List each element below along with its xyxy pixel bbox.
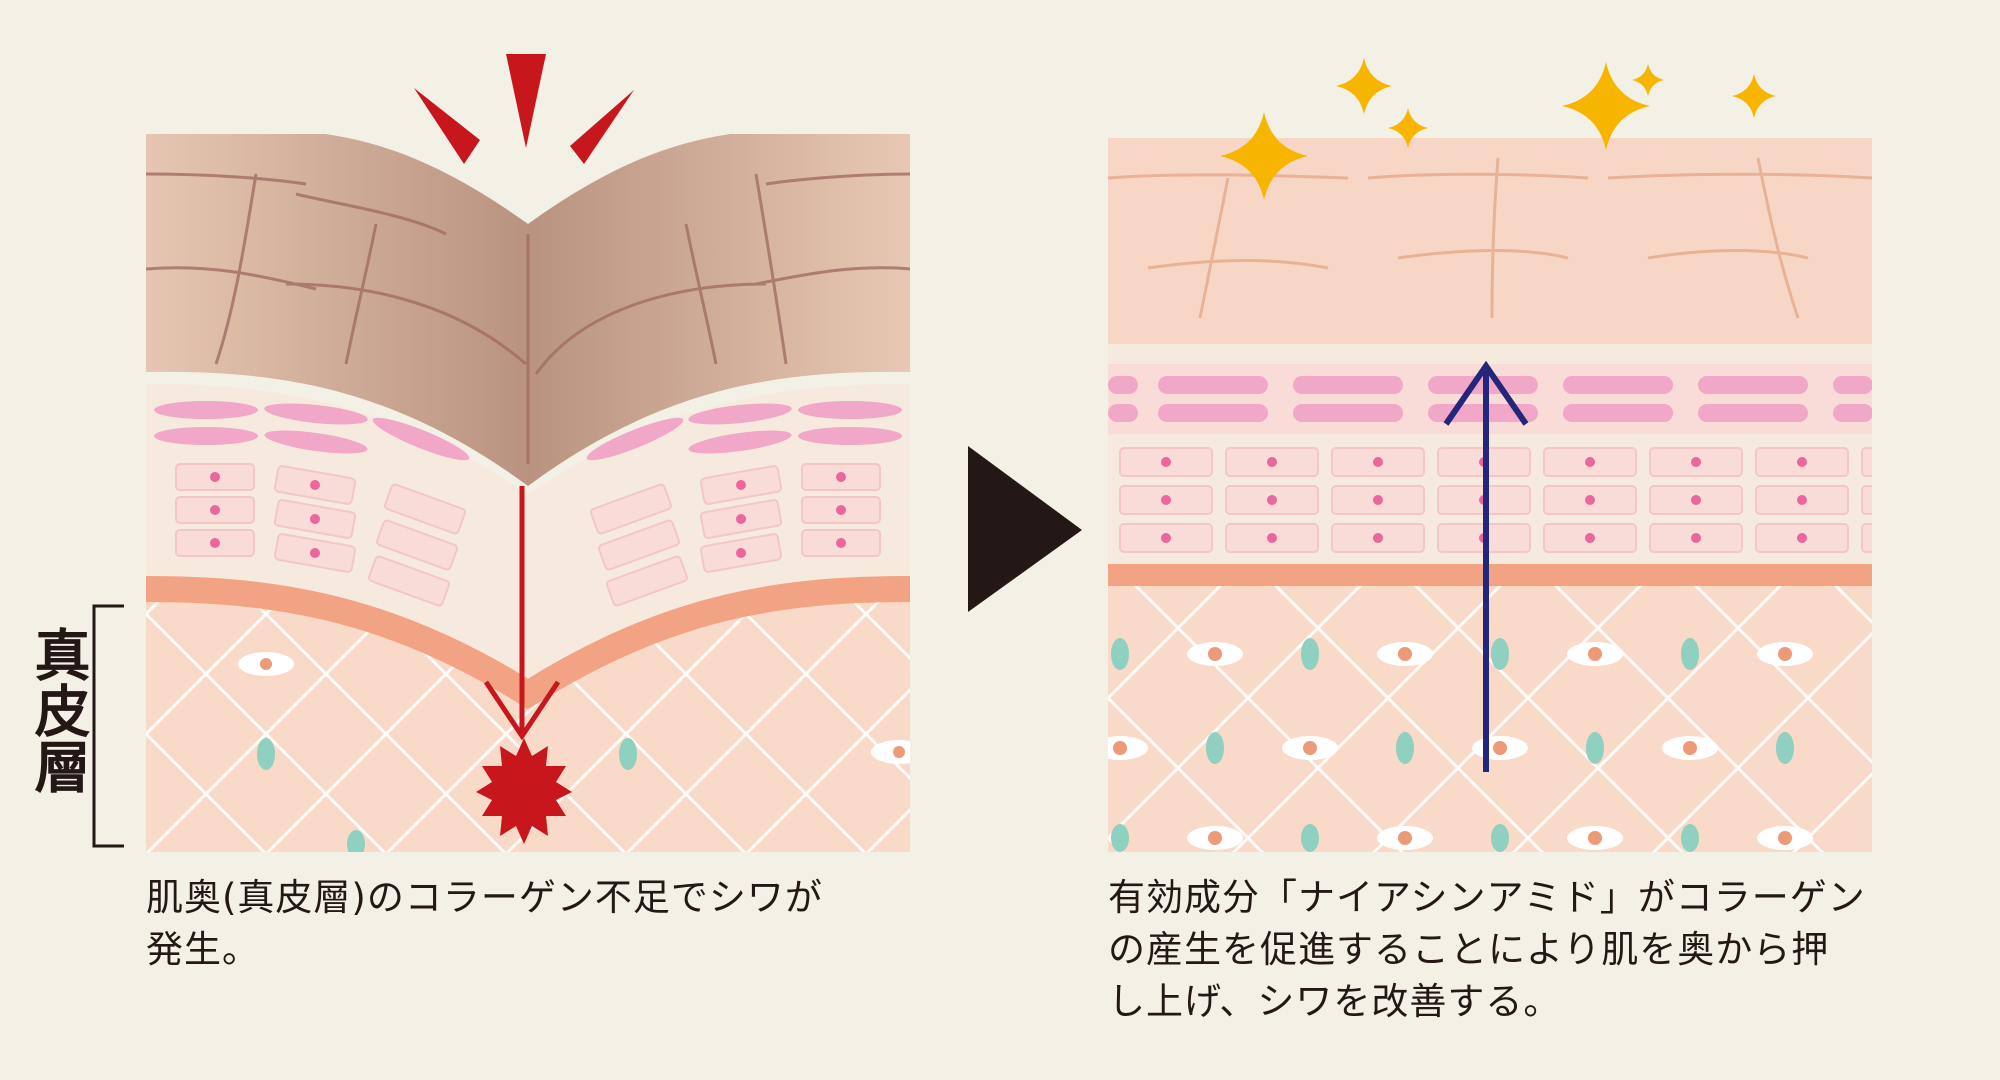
cell-layer <box>1119 447 1872 553</box>
elastin-layer <box>154 401 902 461</box>
smooth-skin-illustration <box>1108 138 1872 852</box>
caption-after: 有効成分「ナイアシンアミド」がコラーゲン の産生を促進することにより肌を奥から押… <box>1108 876 1866 1023</box>
dermis-label: 真皮層 <box>25 626 90 794</box>
dermis-cells <box>1108 642 1813 850</box>
basement-membrane <box>1108 564 1872 586</box>
fibroblast-cells <box>257 738 637 852</box>
wrinkled-skin-illustration <box>146 134 910 852</box>
cell-layer <box>175 463 881 607</box>
fibroblast-cells <box>1111 638 1794 852</box>
dermis-cells <box>238 652 910 764</box>
dermis-bracket <box>92 604 124 848</box>
caption-before: 肌奥(真皮層)のコラーゲン不足でシワが 発生。 <box>146 876 823 971</box>
next-arrow-icon <box>968 446 1082 612</box>
smooth-epidermis <box>1108 138 1872 344</box>
